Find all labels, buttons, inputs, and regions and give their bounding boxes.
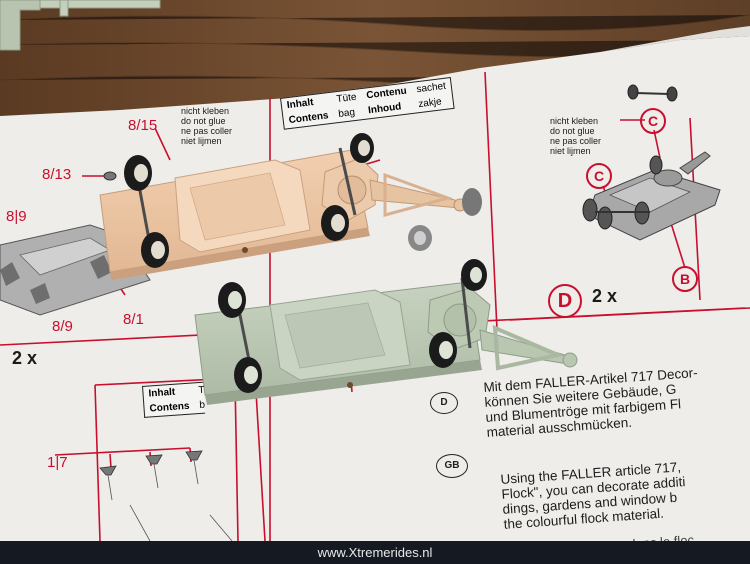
note-niet-lijmen: niet lijmen (181, 136, 222, 146)
quantity-left: 2 x (12, 348, 38, 368)
contents-box-bottom: Inhalt T Contens b (142, 381, 205, 418)
printed-chassis-right (582, 84, 721, 241)
part-label-8-1: 8/1 (123, 311, 144, 328)
part-label-8-15: 8/15 (128, 117, 158, 134)
sprue-frame (0, 0, 161, 51)
box2-contens: Contens (149, 400, 190, 415)
printed-screws (99, 450, 233, 542)
part-label-8-9-bottom: 8/9 (52, 318, 73, 335)
right-note-nicht-kleben: nicht kleben (550, 116, 599, 126)
watermark-bar: www.Xtremerides.nl (0, 541, 750, 564)
language-badge-de: D (430, 392, 458, 414)
note-nicht-kleben: nicht kleben (181, 106, 230, 116)
paper-fold (600, 26, 750, 52)
right-note-do-not-glue: do not glue (550, 126, 595, 136)
quantity-right: 2 x (592, 286, 618, 306)
note-do-not-glue: do not glue (181, 116, 226, 126)
box2-b: b (199, 399, 206, 412)
watermark-text: www.Xtremerides.nl (317, 545, 433, 560)
tan-chassis-model (99, 133, 482, 280)
callout-c-top: C (640, 108, 666, 134)
part-label-1-7: 1|7 (47, 454, 68, 471)
part-label-8-13: 8/13 (42, 166, 72, 183)
callout-b: B (672, 266, 698, 292)
note-ne-pas-coller: ne pas coller (181, 126, 233, 136)
box2-t: T (198, 384, 205, 397)
box-bag: bag (337, 107, 356, 120)
right-note-ne-pas-coller: ne pas coller (550, 136, 602, 146)
green-chassis-model (194, 259, 578, 405)
tan-wheels (124, 133, 482, 268)
green-wheels (218, 259, 487, 393)
step-letter-d: D (548, 284, 582, 318)
part-label-8-9-top: 8|9 (6, 208, 27, 225)
text-en: Using the FALLER article 717, Flock", yo… (500, 459, 688, 531)
callout-c-left: C (586, 163, 612, 189)
language-badge-gb: GB (436, 454, 468, 478)
right-note-niet-lijmen: niet lijmen (550, 146, 591, 156)
